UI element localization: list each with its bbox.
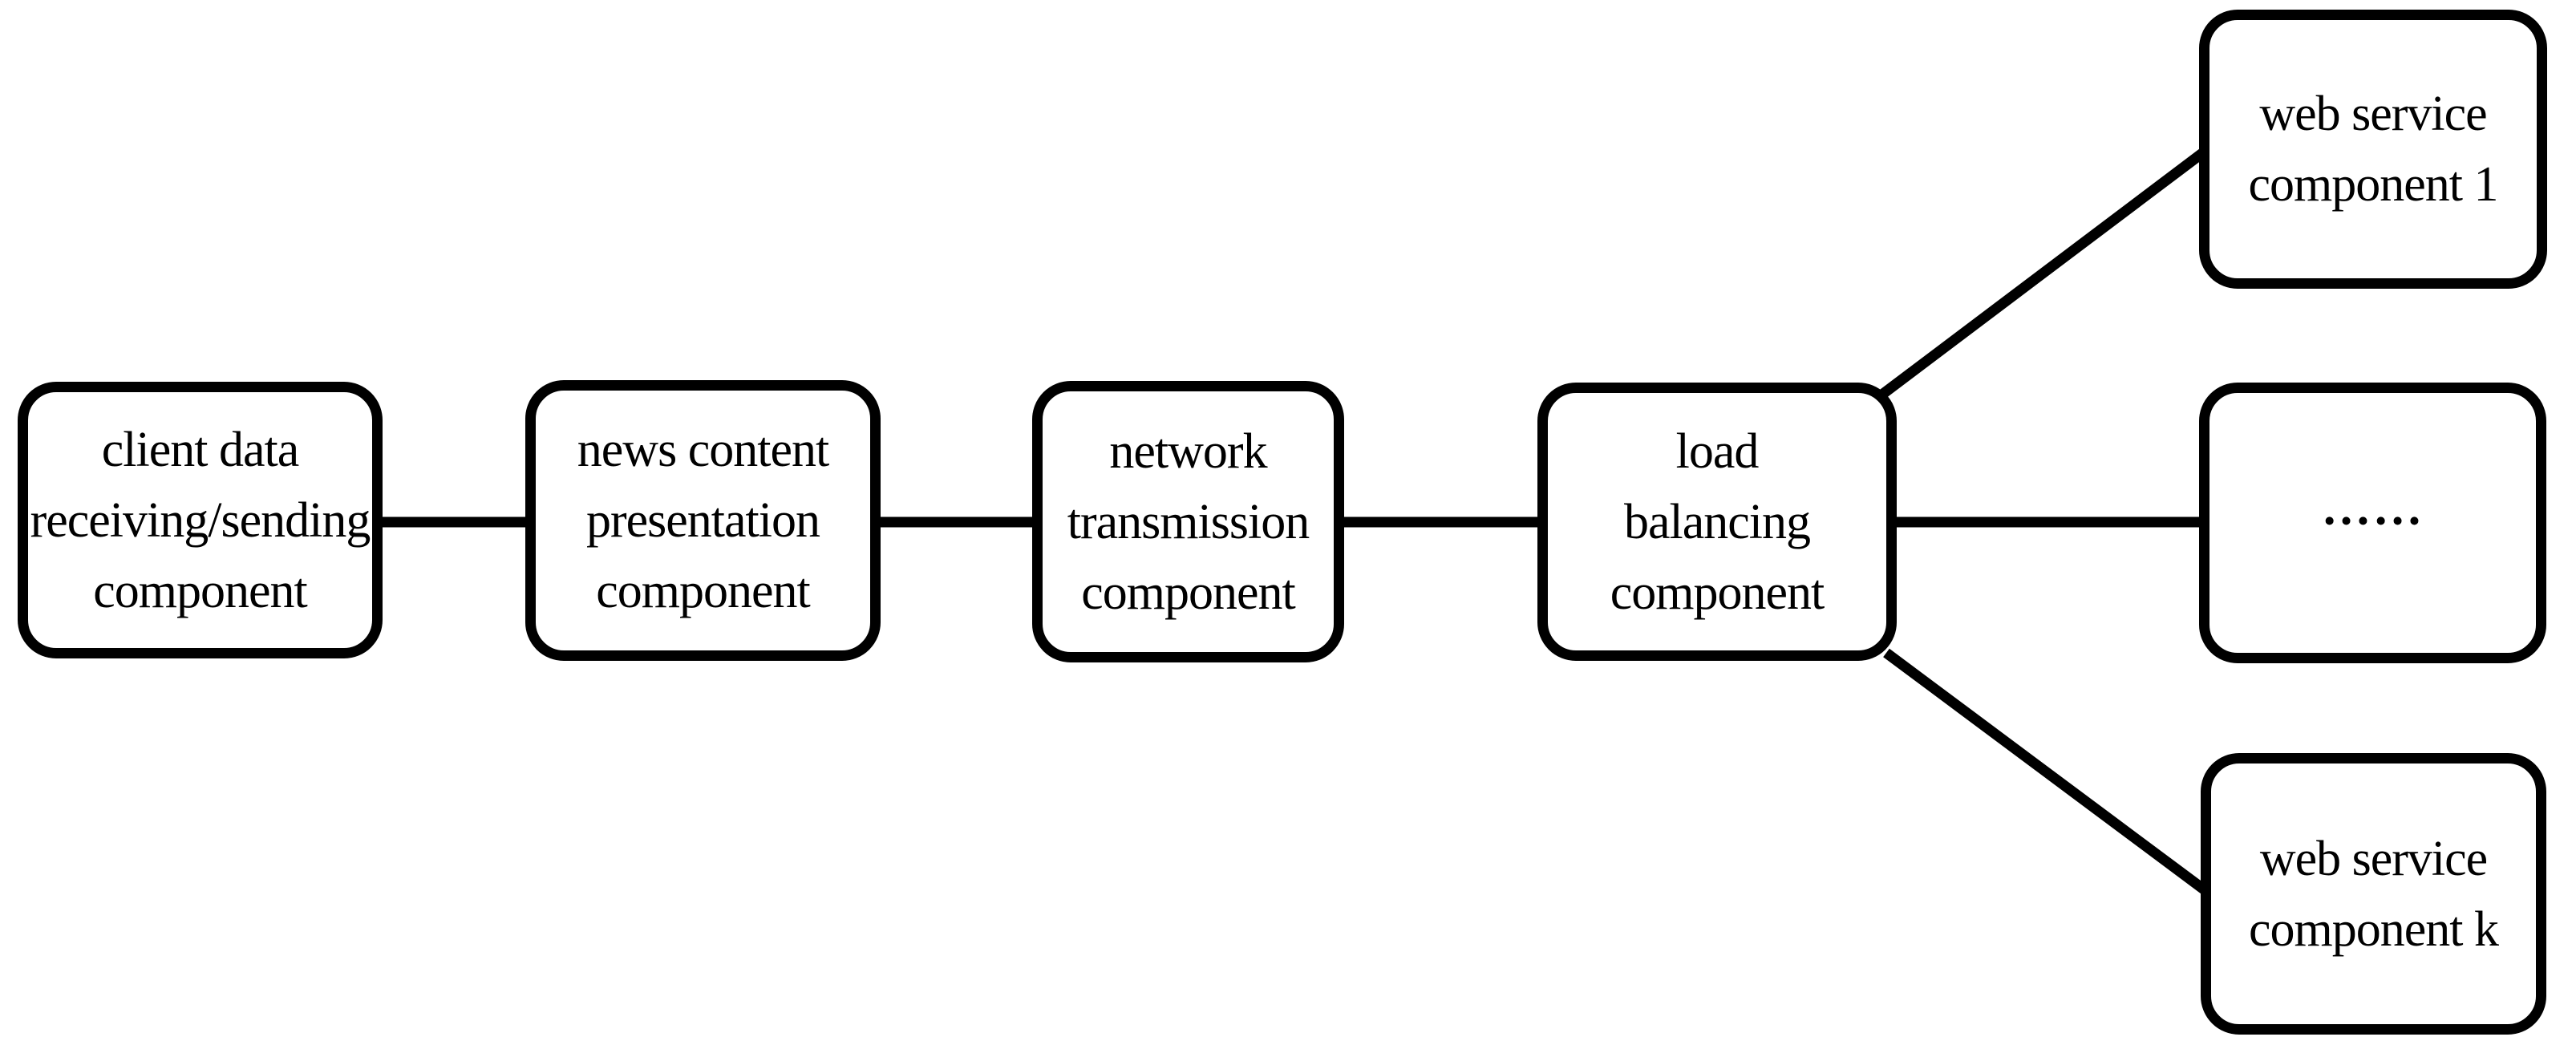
node-label-line: web service [2259, 831, 2488, 886]
node-network-transmission-component: network transmission component [1032, 381, 1344, 662]
node-label-line: transmission [1067, 494, 1310, 549]
ellipsis-label: …… [2321, 480, 2424, 536]
edge-load-to-web-service-k [1883, 648, 2210, 897]
node-label-line: balancing [1623, 494, 1811, 549]
node-label-line: client data [101, 422, 299, 477]
node-label-line: load [1675, 423, 1760, 479]
node-web-service-component-k: web service component k [2201, 753, 2546, 1035]
node-label-line: network [1109, 423, 1267, 479]
node-label-line: web service [2259, 87, 2487, 141]
node-label-line: component [596, 564, 810, 618]
node-client-data-receiving-sending-component: client data receiving/sending component [18, 382, 383, 658]
node-label-line: component k [2249, 901, 2499, 957]
node-label-line: component [1081, 565, 1295, 620]
node-news-content-presentation-component: news content presentation component [525, 380, 881, 661]
node-web-service-component-1: web service component 1 [2199, 10, 2547, 289]
node-label-line: receiving/sending [30, 492, 371, 548]
edge-load-to-web-service-1 [1877, 146, 2209, 401]
node-label-line: news content [577, 423, 829, 477]
node-label-line: component [93, 563, 307, 618]
node-web-service-ellipsis: …… [2199, 383, 2546, 663]
node-load-balancing-component: load balancing component [1537, 383, 1897, 661]
node-label-line: presentation [585, 493, 820, 548]
node-label-line: component 1 [2248, 157, 2499, 212]
node-label-line: component [1610, 565, 1825, 620]
